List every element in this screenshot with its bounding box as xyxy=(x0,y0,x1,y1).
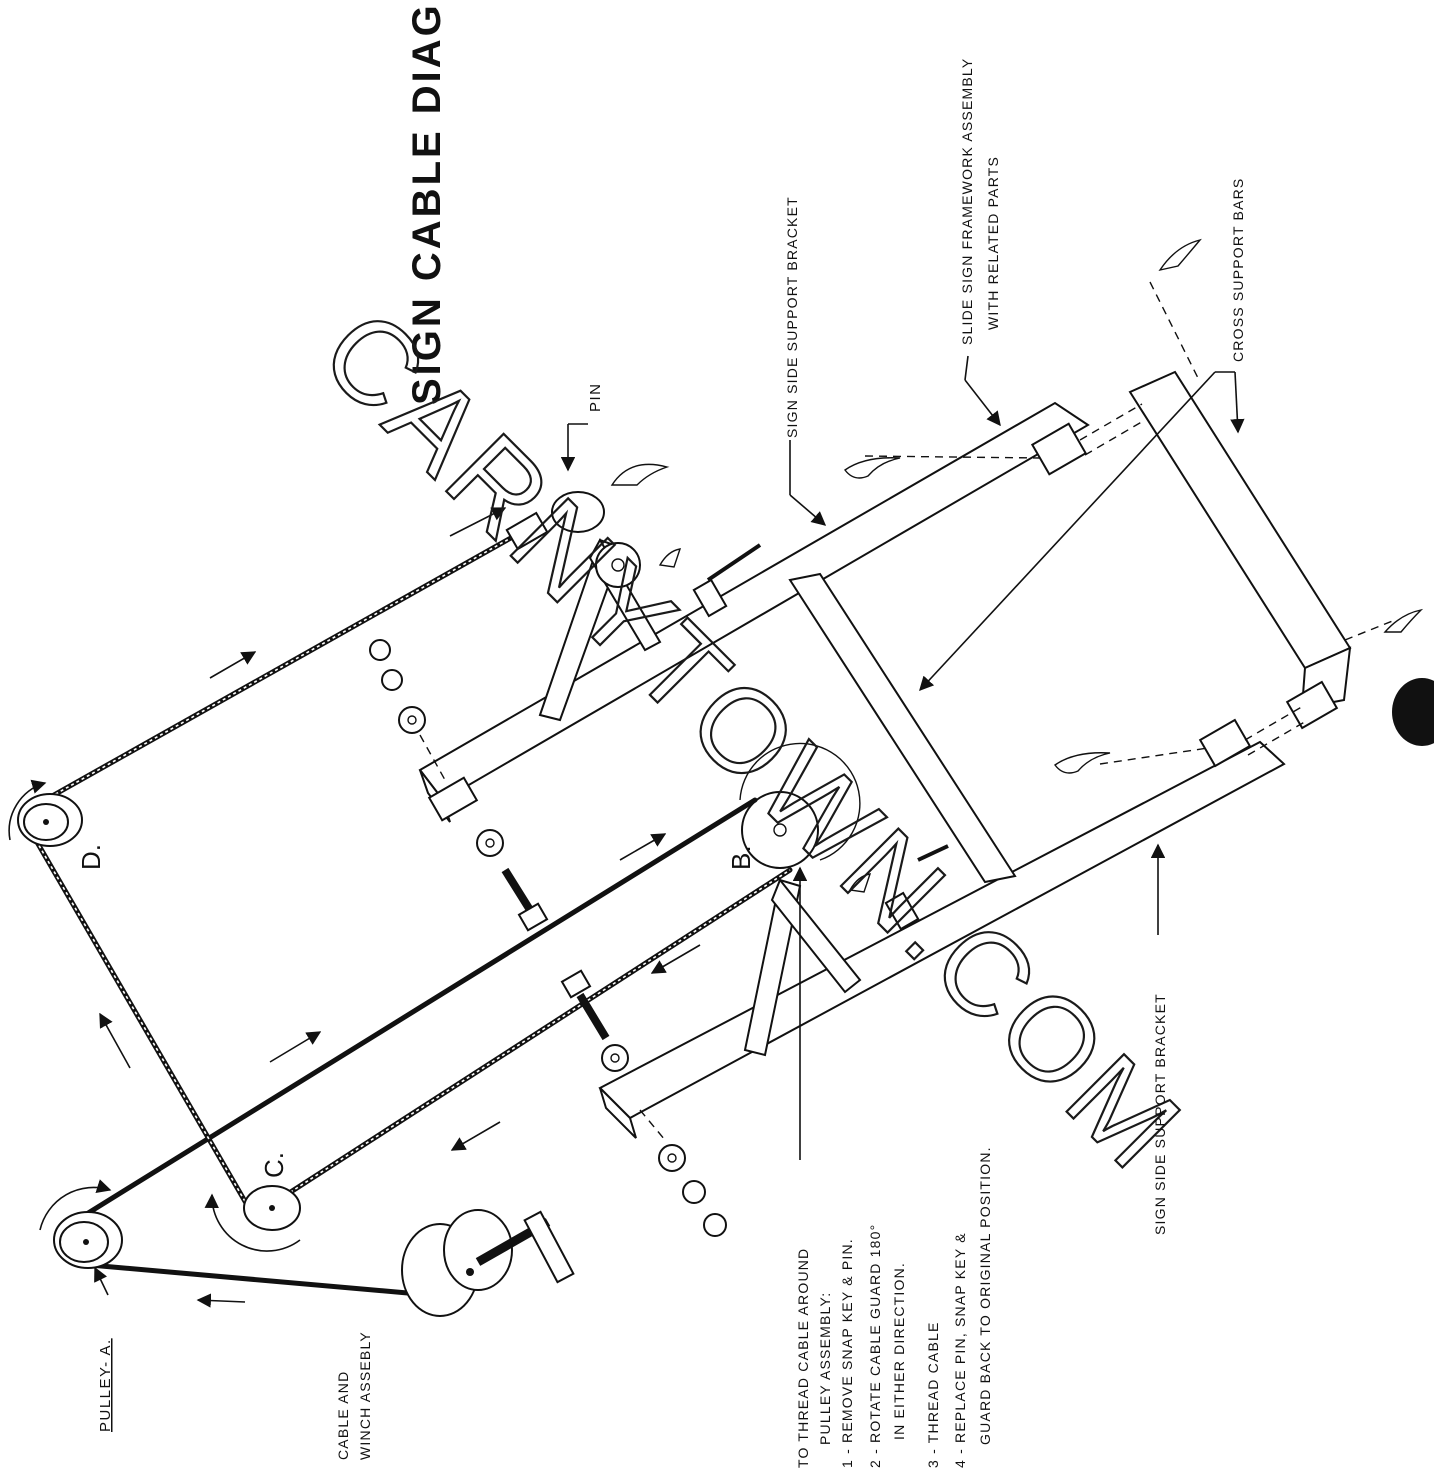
middle-cross-bar xyxy=(788,572,1017,884)
instruction-line: 4 - REPLACE PIN, SNAP KEY & xyxy=(952,1232,968,1468)
pin-label: PIN xyxy=(587,382,604,412)
thread-instructions: TO THREAD CABLE AROUND PULLEY ASSEMBLY: … xyxy=(795,1146,993,1468)
hardware-lower xyxy=(560,969,727,1237)
leader-lines xyxy=(94,355,1245,1296)
instruction-line: GUARD BACK TO ORIGINAL POSITION. xyxy=(977,1146,993,1445)
hardware-upper xyxy=(369,639,549,932)
winch-assembly xyxy=(401,1209,575,1317)
sign-side-bracket-bottom-label: SIGN SIDE SUPPORT BRACKET xyxy=(1152,993,1168,1235)
instruction-line: PULLEY ASSEMBLY: xyxy=(817,1292,833,1445)
slide-sign-label-line2: WITH RELATED PARTS xyxy=(985,156,1001,330)
instruction-line: 1 - REMOVE SNAP KEY & PIN. xyxy=(839,1238,855,1468)
instruction-line: 2 - ROTATE CABLE GUARD 180° xyxy=(867,1224,883,1468)
pulley-a xyxy=(39,1179,123,1269)
cross-support-bars-label: CROSS SUPPORT BARS xyxy=(1230,178,1246,362)
corner-dot xyxy=(1392,678,1434,746)
sign-side-bracket-top-label: SIGN SIDE SUPPORT BRACKET xyxy=(784,196,800,438)
pulley-c-label: C. xyxy=(259,1152,289,1178)
cable-winch-label-line1: CABLE AND xyxy=(335,1371,351,1460)
pulley-d-label: D. xyxy=(76,844,106,870)
lower-pulley-bracket xyxy=(739,742,862,1057)
end-cross-frame xyxy=(1128,370,1352,670)
cable-run xyxy=(27,527,793,1298)
diagram-title: SIGN CABLE DIAGRA xyxy=(405,0,449,405)
flow-arrows xyxy=(99,507,701,1308)
title-block: SIGN CABLE DIAGRA xyxy=(405,0,449,405)
pulley-d xyxy=(8,779,83,847)
pulley-b-label: B. xyxy=(726,845,756,870)
slide-sign-framework xyxy=(418,281,1396,1139)
upper-pulley-bracket xyxy=(538,491,662,722)
cable-winch-label-line2: WINCH ASSEBLY xyxy=(357,1331,373,1460)
pulley-c xyxy=(204,1185,301,1252)
instruction-line: IN EITHER DIRECTION. xyxy=(891,1262,907,1440)
instruction-line: 3 - THREAD CABLE xyxy=(925,1321,941,1468)
snap-keys xyxy=(505,238,1424,931)
slide-sign-label-line1: SLIDE SIGN FRAMEWORK ASSEMBLY xyxy=(959,58,975,345)
instruction-line: TO THREAD CABLE AROUND xyxy=(795,1248,811,1468)
pulley-a-label: PULLEY- A. xyxy=(97,1338,114,1432)
